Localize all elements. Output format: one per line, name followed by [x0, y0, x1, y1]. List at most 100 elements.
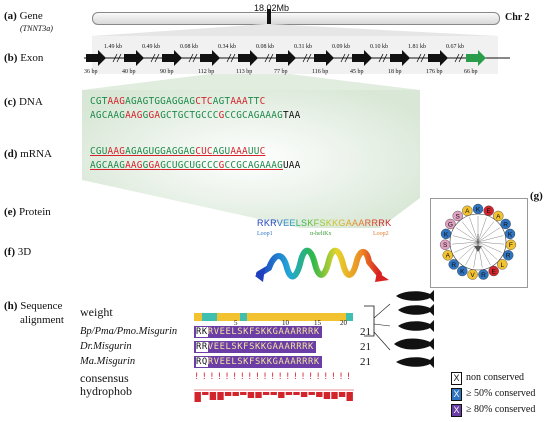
weight-cell [315, 313, 324, 321]
n-terminus-arrow [255, 268, 265, 282]
loach-silhouettes [394, 290, 434, 368]
wheel-residue-letter: K [444, 231, 449, 238]
wheel-residue-letter: R [451, 262, 456, 269]
weight-cell [277, 313, 286, 321]
residue: R [378, 218, 386, 228]
weight-cell [209, 313, 217, 321]
exon-zoom-band [92, 36, 498, 74]
wheel-residue-letter: E [487, 208, 492, 215]
sequence-length: 21 [360, 341, 371, 353]
mrna-sequence-line-2: AGCAAGAAGGGAGCUGCUGCCCGCCGCAGAAAGUAA [90, 160, 301, 171]
wheel-residue [467, 269, 478, 280]
weight-cell [345, 313, 354, 321]
non-conserved-residue: RK [196, 327, 208, 337]
hydrophobicity-bar [346, 392, 353, 401]
conserved-residues: RVEELSKFSKKGAAARRRK [207, 357, 320, 367]
dna-sequence-line-1: CGTAAGAGAGTGGAGGAGCTCAGTAAATTC [90, 96, 266, 107]
hydrophobicity-bar [270, 392, 277, 395]
exon-8 [352, 50, 372, 66]
zoom-dna-to-protein [82, 90, 420, 228]
wheel-residue-letter: R [503, 221, 508, 228]
wheel-residue-letter: K [476, 206, 481, 213]
exon-length-label: 40 bp [122, 69, 136, 75]
wheel-residue-letter: R [481, 272, 486, 279]
hydrophobicity-plot [194, 389, 354, 402]
exon-6 [276, 50, 296, 66]
legend-label: non conserved [466, 372, 525, 383]
intron-break-mark [382, 53, 388, 63]
residue: R [364, 218, 372, 228]
exon-length-label: 45 bp [350, 69, 364, 75]
intron-break-mark [420, 53, 426, 63]
hydrophobicity-bar [217, 392, 224, 400]
wheel-residue [483, 205, 494, 216]
chromosome-label: Chr 2 [505, 12, 530, 23]
residue: K [307, 218, 314, 228]
legend-label: ≥ 80% conserved [466, 404, 536, 415]
hydrophobicity-bar [323, 392, 331, 399]
legend-swatch: X [451, 404, 462, 417]
wheel-residue [440, 228, 452, 240]
non-conserved-residue: RR [196, 342, 208, 352]
conserved-residues: VEELSKFSKKGAAARRRK [207, 342, 314, 352]
helix-3d-ribbon [255, 247, 389, 282]
hydrophobicity-bar [262, 392, 270, 395]
wheel-residue [500, 218, 511, 230]
weight-cell [285, 313, 293, 321]
zoom-exon-to-dna [82, 74, 420, 90]
wheel-residue [478, 269, 489, 280]
residue: S [301, 218, 308, 228]
residue: V [276, 218, 284, 228]
hydrophobicity-bar [232, 392, 239, 396]
intron-break-mark [340, 53, 346, 63]
wheel-residue-letter: R [506, 253, 511, 260]
weight-cell [269, 313, 278, 321]
residue: A [352, 218, 359, 228]
legend-swatch: X [451, 388, 462, 401]
hydrophobicity-bar [209, 392, 217, 400]
wheel-residue [457, 265, 468, 277]
species-name: Dr.Misgurin [80, 341, 132, 352]
hydrophobicity-bar [331, 392, 338, 399]
intron-length-label: 0.67 kb [446, 44, 464, 50]
exon-10 [428, 50, 448, 66]
intron-break-mark [302, 53, 308, 63]
weight-cell [330, 313, 339, 321]
wheel-residue-letter: S [456, 213, 461, 220]
exon-structure [84, 50, 510, 66]
wheel-residue [462, 205, 473, 216]
gene-name: (TNNT3a) [20, 24, 53, 33]
chromosome-position: 18.02Mb [254, 3, 290, 13]
exon-7 [314, 50, 334, 66]
intron-length-label: 0.31 kb [294, 44, 312, 50]
hydrophobicity-bar [247, 392, 255, 398]
intron-break-mark [112, 53, 118, 63]
intron-break-mark [454, 53, 460, 63]
panel-f-label: (f) 3D [4, 246, 32, 258]
intron-length-label: 0.10 kb [370, 44, 388, 50]
intron-break-mark [230, 53, 236, 63]
intron-length-label: 0.09 kb [332, 44, 350, 50]
weight-bar [194, 308, 354, 321]
hydrophobicity-bar [285, 392, 293, 395]
ruler-tick-15: 15 [314, 319, 321, 327]
wheel-residue [452, 210, 463, 222]
weight-cell [300, 313, 308, 321]
wheel-residue [493, 210, 504, 222]
wheel-residue-letter: E [492, 268, 497, 275]
intron-length-label: 0.49 kb [142, 44, 160, 50]
conserved-residues: RVEELSKFSKKGAAARRRK [207, 327, 320, 337]
aligned-sequence: RQRVEELSKFSKKGAAARRRK [194, 356, 322, 368]
hydrophob-label: hydrophob [80, 384, 132, 398]
exon-length-label: 116 bp [312, 69, 329, 75]
wheel-residue-letter: A [496, 213, 501, 220]
panel-a-label: (a) Gene [4, 10, 43, 22]
loop2-label: Loop2 [373, 231, 389, 237]
weight-cell [292, 313, 301, 321]
hydrophobicity-bar [194, 392, 201, 402]
panel-h-label-2: alignment [20, 314, 64, 326]
intron-break-mark [268, 53, 274, 63]
residue: R [371, 218, 379, 228]
wheel-residue [503, 250, 514, 261]
intron-break-mark [458, 53, 464, 63]
